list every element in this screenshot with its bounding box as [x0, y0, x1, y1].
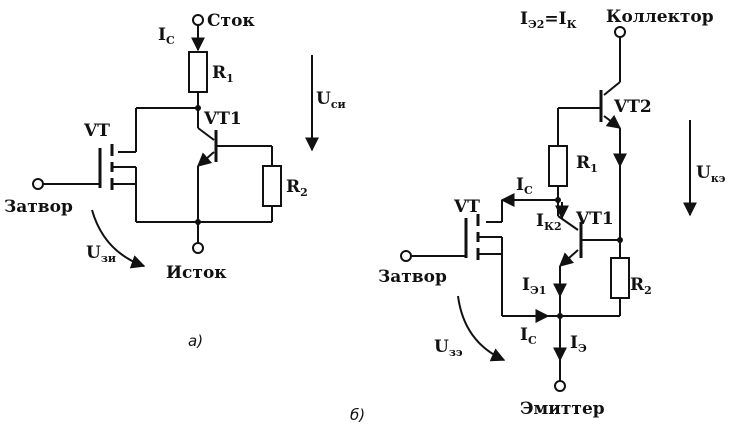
resistor-r2	[610, 257, 630, 299]
vt1-emitter	[558, 249, 579, 267]
gate-label: Затвор	[378, 267, 447, 287]
collector-label: Коллектор	[606, 7, 714, 27]
ucu-label: Uси	[316, 89, 346, 111]
circuit-a: IC Сток R1 Uси VT VT1 R2 Затвор Uзи Исто…	[4, 11, 346, 350]
vt2-collector	[603, 81, 621, 96]
ie-label: IЭ	[570, 333, 587, 355]
ic-label: IC	[158, 25, 175, 47]
uze-arrow	[457, 295, 506, 362]
source-terminal	[192, 242, 204, 254]
ic-bottom-label: IC	[520, 325, 537, 347]
gate-label: Затвор	[4, 197, 73, 217]
vt2-emitter	[603, 114, 622, 129]
fet-label: VT	[83, 121, 110, 141]
caption-a: а)	[188, 332, 203, 350]
source-label: Исток	[166, 263, 227, 283]
caption-b: б)	[350, 406, 365, 424]
r1-label: R1	[576, 153, 598, 175]
drain-terminal	[192, 14, 204, 26]
emitter-terminal	[554, 380, 566, 392]
resistor-r1	[188, 51, 208, 93]
circuit-b: IЭ2=IК Коллектор VT2 R1 Uкэ IC VT IК2 VT…	[350, 7, 726, 424]
r1-label: R1	[212, 63, 234, 85]
uze-label: Uзэ	[434, 337, 463, 359]
ie2-ik-label: IЭ2=IК	[520, 9, 577, 31]
resistor-r1	[548, 145, 568, 187]
r2-label: R2	[286, 177, 308, 199]
bjt-collector	[197, 127, 215, 141]
ik2-label: IК2	[536, 211, 562, 233]
uzi-label: Uзи	[86, 243, 116, 265]
vt1-label: VT1	[575, 209, 614, 229]
bjt-emitter	[196, 151, 215, 167]
r2-label: R2	[630, 275, 652, 297]
vt2-label: VT2	[613, 97, 652, 117]
uzi-arrow	[91, 209, 146, 269]
vt1-collector	[557, 215, 579, 231]
collector-terminal	[614, 26, 626, 38]
fet-label: VT	[453, 197, 480, 217]
bjt-label: VT1	[203, 109, 242, 129]
ic-top-label: IC	[516, 175, 533, 197]
emitter-label: Эмиттер	[520, 399, 605, 419]
resistor-r2	[262, 165, 282, 207]
ie1-label: IЭ1	[522, 275, 546, 297]
drain-label: Сток	[207, 11, 255, 31]
uke-label: Uкэ	[696, 163, 726, 185]
gate-terminal	[400, 250, 412, 262]
gate-terminal	[32, 178, 44, 190]
